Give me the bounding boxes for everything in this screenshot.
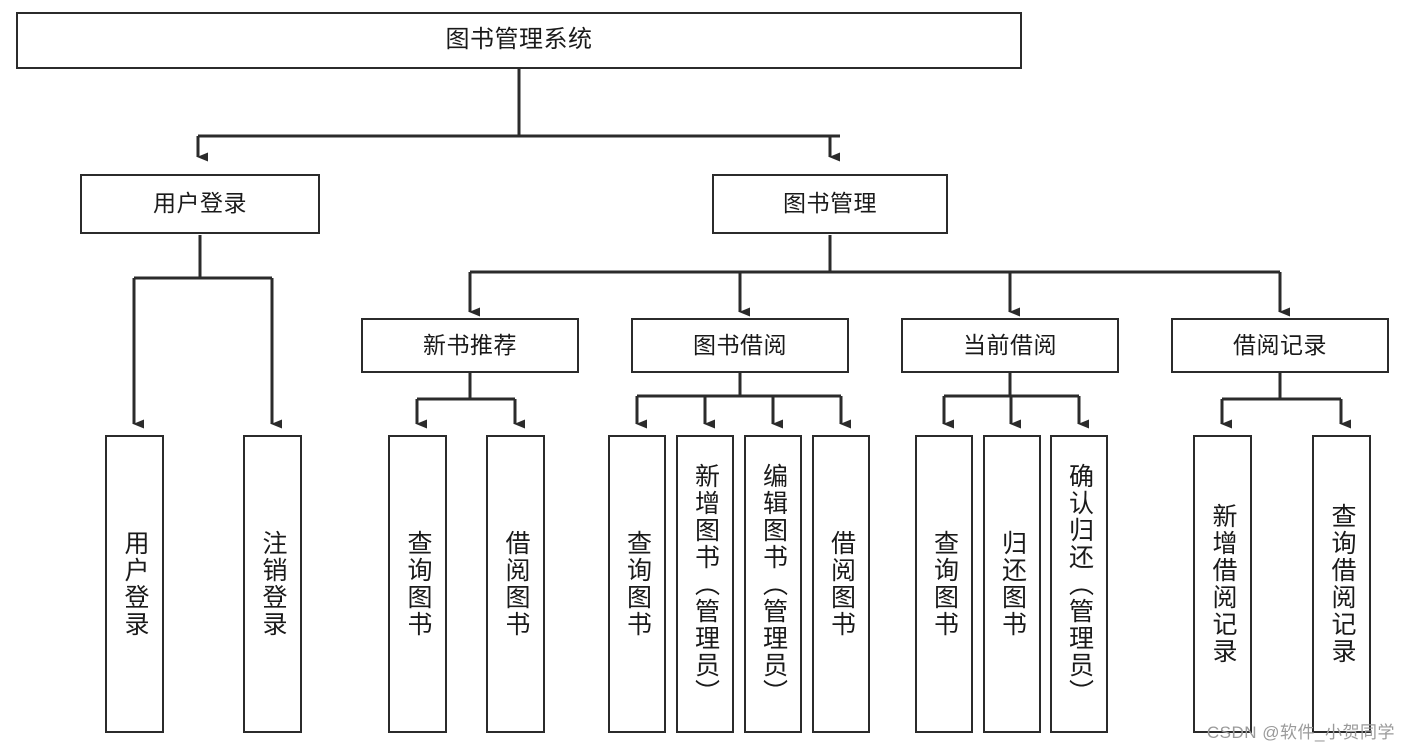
node-book-management[interactable]: 图书管理 xyxy=(712,174,948,234)
node-label: 用户登录 xyxy=(153,190,247,217)
node-label: 图书管理系统 xyxy=(445,26,593,54)
node-root-book-management-system[interactable]: 图书管理系统 xyxy=(16,12,1022,69)
node-label: 图书借阅 xyxy=(693,331,787,358)
node-label: 借阅图书 xyxy=(827,530,856,638)
node-leaf-add-record[interactable]: 新增借阅记录 xyxy=(1193,435,1252,733)
node-leaf-logout-login[interactable]: 注销登录 xyxy=(243,435,302,733)
node-leaf-edit-book[interactable]: 编辑图书（管理员） xyxy=(744,435,802,733)
node-label: 注销登录 xyxy=(259,530,287,638)
node-leaf-add-book[interactable]: 新增图书（管理员） xyxy=(676,435,734,733)
node-label: 用户登录 xyxy=(121,530,149,638)
node-current-borrow[interactable]: 当前借阅 xyxy=(901,318,1119,373)
node-user-login[interactable]: 用户登录 xyxy=(80,174,320,234)
node-label: 新书推荐 xyxy=(423,331,517,358)
node-borrow-record[interactable]: 借阅记录 xyxy=(1171,318,1389,373)
node-leaf-borrow-book-1[interactable]: 借阅图书 xyxy=(486,435,545,733)
node-label: 图书管理 xyxy=(783,190,877,217)
node-leaf-return-book[interactable]: 归还图书 xyxy=(983,435,1041,733)
node-leaf-query-book-3[interactable]: 查询图书 xyxy=(915,435,973,733)
node-label: 查询图书 xyxy=(930,530,959,638)
node-leaf-query-record[interactable]: 查询借阅记录 xyxy=(1312,435,1371,733)
node-label: 编辑图书（管理员） xyxy=(759,462,788,706)
node-label: 借阅图书 xyxy=(502,530,530,638)
node-label: 新增借阅记录 xyxy=(1209,503,1237,665)
node-leaf-borrow-book-2[interactable]: 借阅图书 xyxy=(812,435,870,733)
node-label: 当前借阅 xyxy=(963,331,1057,358)
node-label: 查询图书 xyxy=(623,530,652,638)
node-leaf-query-book-2[interactable]: 查询图书 xyxy=(608,435,666,733)
node-label: 新增图书（管理员） xyxy=(691,462,720,706)
node-label: 借阅记录 xyxy=(1233,331,1327,358)
node-label: 归还图书 xyxy=(998,530,1027,638)
node-label: 确认归还（管理员） xyxy=(1065,462,1094,706)
node-leaf-confirm-return[interactable]: 确认归还（管理员） xyxy=(1050,435,1108,733)
node-label: 查询图书 xyxy=(404,530,432,638)
node-new-book-recommend[interactable]: 新书推荐 xyxy=(361,318,579,373)
node-leaf-query-book-1[interactable]: 查询图书 xyxy=(388,435,447,733)
node-leaf-user-login[interactable]: 用户登录 xyxy=(105,435,164,733)
node-label: 查询借阅记录 xyxy=(1328,503,1356,665)
node-book-borrow[interactable]: 图书借阅 xyxy=(631,318,849,373)
